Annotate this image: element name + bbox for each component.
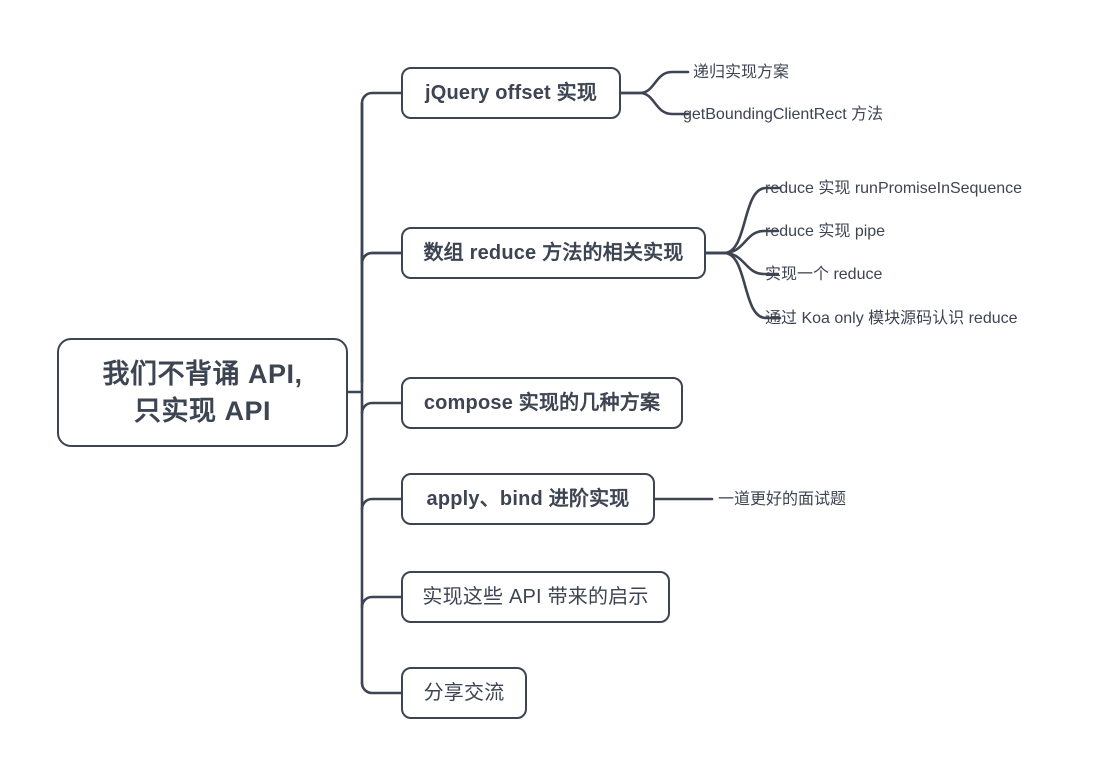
- edge-jquery-to-gbcr: [619, 91, 690, 116]
- edge-branch-insight-elbow: [360, 595, 403, 609]
- branch-node-jquery-offset[interactable]: jQuery offset 实现: [401, 67, 621, 119]
- leaf-impl-reduce[interactable]: 实现一个 reduce: [765, 266, 883, 283]
- edge-trunk-branch-reduce: [360, 251, 403, 265]
- leaf-getboundingclientrect[interactable]: getBoundingClientRect 方法: [683, 106, 884, 123]
- root-node-line1: 我们不背诵 API,: [102, 359, 303, 390]
- edge-branch-share-elbow: [360, 681, 403, 695]
- edge-branch-applybind-elbow: [360, 497, 403, 511]
- root-node[interactable]: 我们不背诵 API, 只实现 API: [57, 338, 348, 447]
- leaf-recursive[interactable]: 递归实现方案: [693, 64, 790, 81]
- branch-node-compose[interactable]: compose 实现的几种方案: [401, 377, 683, 429]
- branch-node-array-reduce-label: 数组 reduce 方法的相关实现: [423, 241, 684, 264]
- branch-node-share[interactable]: 分享交流: [401, 667, 527, 719]
- branch-node-apply-bind[interactable]: apply、bind 进阶实现: [401, 473, 655, 525]
- edge-branch-compose-elbow: [360, 401, 403, 415]
- branch-node-compose-label: compose 实现的几种方案: [423, 391, 661, 414]
- branch-node-array-reduce[interactable]: 数组 reduce 方法的相关实现: [401, 227, 706, 279]
- leaf-pipe[interactable]: reduce 实现 pipe: [765, 223, 886, 240]
- branch-node-api-insight[interactable]: 实现这些 API 带来的启示: [401, 571, 670, 623]
- leaf-koa-only[interactable]: 通过 Koa only 模块源码认识 reduce: [765, 310, 1018, 327]
- root-node-label: 我们不背诵 API, 只实现 API: [102, 356, 302, 429]
- branch-node-jquery-offset-label: jQuery offset 实现: [424, 81, 598, 104]
- branch-node-share-label: 分享交流: [423, 681, 505, 704]
- edge-trunk-branch-jquery: [360, 91, 403, 384]
- leaf-better-interview[interactable]: 一道更好的面试题: [718, 491, 847, 508]
- branch-node-api-insight-label: 实现这些 API 带来的启示: [422, 585, 649, 608]
- root-node-line2: 只实现 API: [133, 395, 271, 426]
- edge-reduce-to-runpromise: [704, 186, 782, 255]
- edge-branch-reduce-elbow: [360, 251, 403, 265]
- edge-reduce-to-koaonly: [704, 251, 782, 320]
- edge-jquery-to-recursive: [619, 70, 690, 95]
- branch-node-apply-bind-label: apply、bind 进阶实现: [426, 487, 630, 510]
- leaf-run-promise-in-sequence[interactable]: reduce 实现 runPromiseInSequence: [765, 180, 1023, 197]
